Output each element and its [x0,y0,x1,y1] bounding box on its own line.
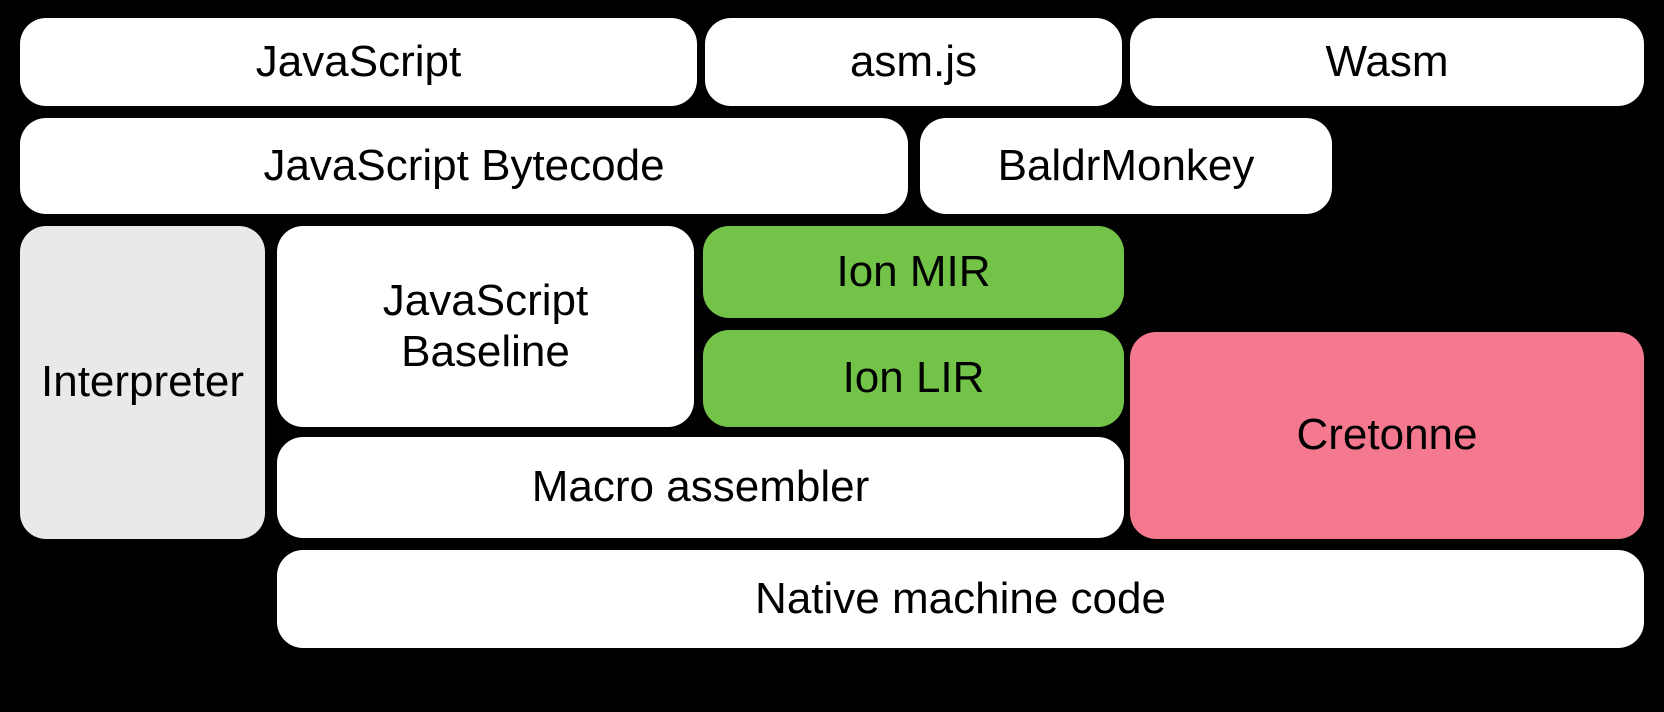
node-native-machine-code: Native machine code [277,550,1644,648]
node-interpreter: Interpreter [20,226,265,539]
node-baldrmonkey: BaldrMonkey [920,118,1332,214]
node-ion-mir: Ion MIR [703,226,1124,318]
node-asmjs: asm.js [705,18,1122,106]
node-javascript-baseline: JavaScript Baseline [277,226,694,427]
node-macro-assembler: Macro assembler [277,437,1124,538]
node-ion-lir: Ion LIR [703,330,1124,427]
node-javascript-bytecode: JavaScript Bytecode [20,118,908,214]
node-javascript: JavaScript [20,18,697,106]
node-cretonne: Cretonne [1130,332,1644,539]
node-wasm: Wasm [1130,18,1644,106]
